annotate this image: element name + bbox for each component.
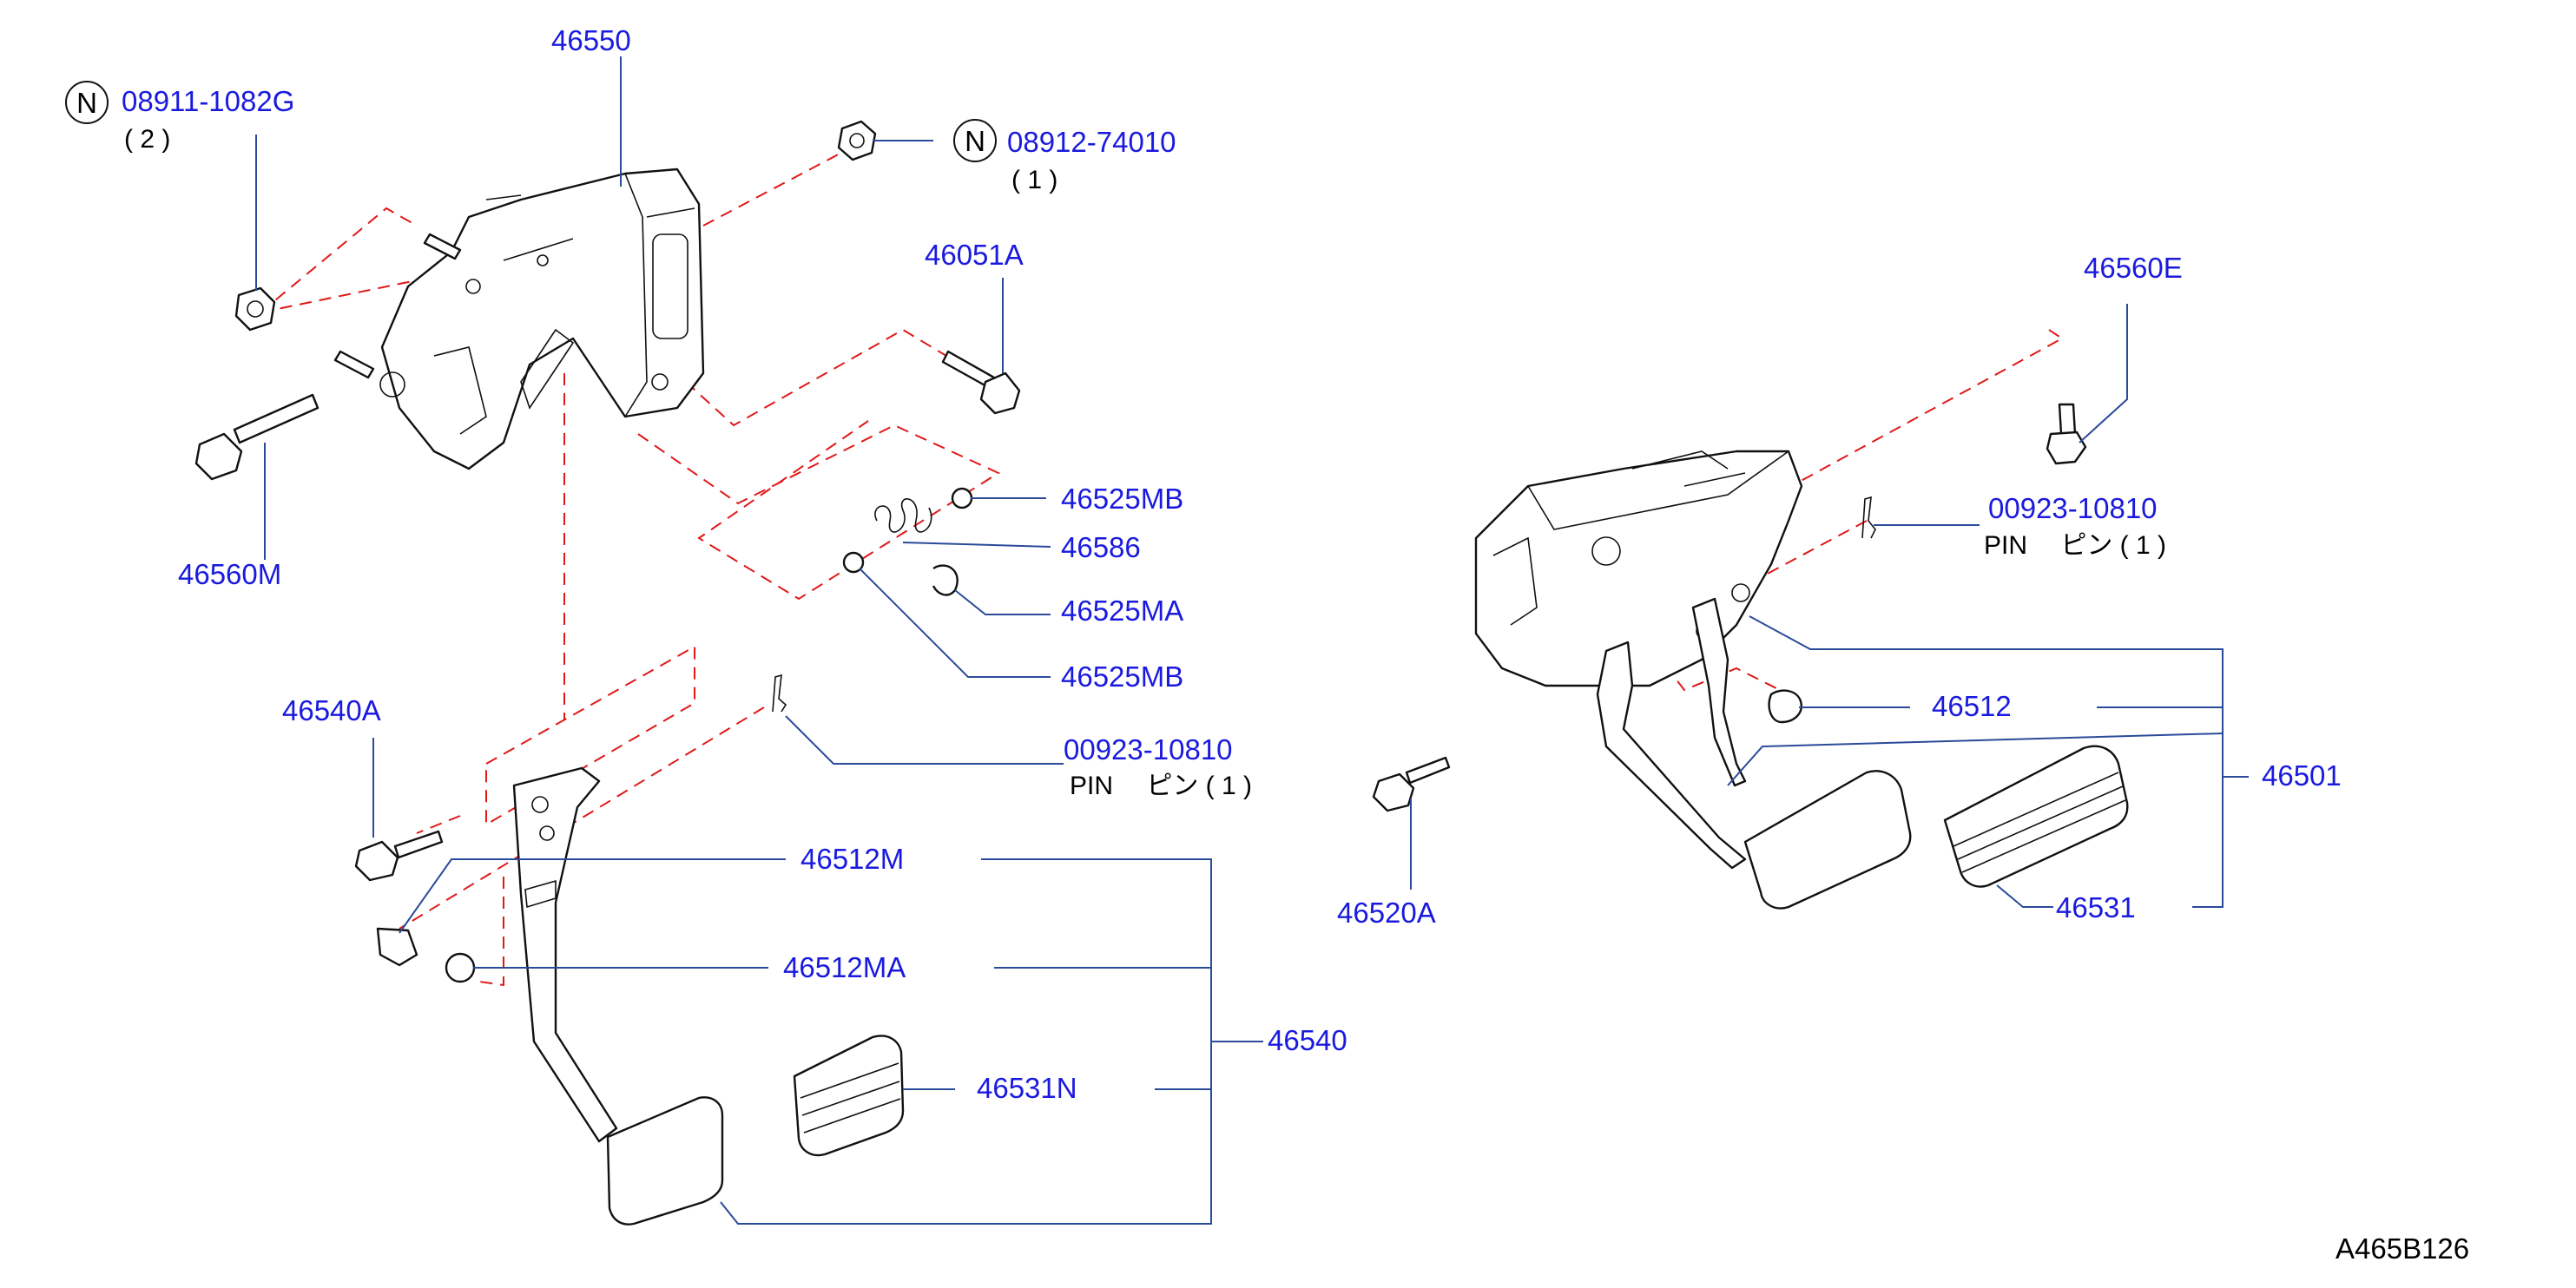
leader-lines bbox=[255, 56, 2249, 1225]
label-46525MB-a[interactable]: 46525MB bbox=[1061, 483, 1183, 515]
label-46531N[interactable]: 46531N bbox=[977, 1072, 1077, 1104]
pin-00923-a bbox=[772, 674, 787, 713]
stopper-46512M bbox=[376, 927, 418, 967]
label-46525MA[interactable]: 46525MA bbox=[1061, 595, 1183, 627]
bolt-46520A bbox=[1372, 756, 1451, 812]
pin-00923-b bbox=[1861, 496, 1876, 539]
diagram-id: A465B126 bbox=[2336, 1232, 2469, 1265]
svg-text:N: N bbox=[965, 125, 985, 157]
part-labels: 46550 08911-1082G ( 2 ) 08912-74010 ( 1 … bbox=[122, 24, 2342, 1104]
pedal-pad-46531 bbox=[1943, 745, 2129, 888]
pin-note-b: PIN ピン ( 1 ) bbox=[1984, 531, 2166, 560]
stud-bolts bbox=[333, 233, 462, 379]
nut-08912-74010 bbox=[837, 120, 877, 161]
label-46586[interactable]: 46586 bbox=[1061, 531, 1141, 563]
label-46560E[interactable]: 46560E bbox=[2084, 252, 2183, 284]
label-46540A[interactable]: 46540A bbox=[282, 694, 381, 726]
label-46501[interactable]: 46501 bbox=[2262, 759, 2342, 792]
spring-46586 bbox=[874, 498, 932, 533]
label-46512M[interactable]: 46512M bbox=[800, 843, 904, 875]
pedal-pad-46531N bbox=[793, 1035, 905, 1157]
pedal-pad-46501 bbox=[1743, 770, 1912, 910]
bolt-46051A bbox=[941, 350, 1021, 415]
label-46525MB-b[interactable]: 46525MB bbox=[1061, 660, 1183, 693]
bolt-46560M bbox=[194, 393, 320, 481]
label-46512[interactable]: 46512 bbox=[1932, 690, 2012, 722]
pin-note-a: PIN ピン ( 1 ) bbox=[1070, 772, 1252, 800]
label-08912-74010[interactable]: 08912-74010 bbox=[1007, 126, 1176, 158]
label-08911-1082G[interactable]: 08911-1082G bbox=[122, 85, 294, 117]
quantity-1-a: ( 1 ) bbox=[1011, 166, 1057, 194]
bolt-46540A bbox=[354, 830, 444, 882]
label-46051A[interactable]: 46051A bbox=[925, 239, 1024, 271]
stopper-46512 bbox=[1768, 689, 1802, 724]
nut-08911-1082G bbox=[234, 286, 276, 332]
n-symbol-08911: N bbox=[65, 81, 109, 124]
svg-text:N: N bbox=[76, 87, 97, 119]
label-46540[interactable]: 46540 bbox=[1268, 1024, 1347, 1056]
bolt-46560E bbox=[2046, 403, 2087, 465]
quantity-2: ( 2 ) bbox=[124, 125, 170, 154]
label-00923-10810-b[interactable]: 00923-10810 bbox=[1988, 492, 2158, 524]
n-symbol-08912: N bbox=[953, 119, 997, 162]
brake-pedal-46540 bbox=[512, 766, 724, 1226]
bracket-assembly-46501 bbox=[1474, 450, 1803, 687]
label-46560M[interactable]: 46560M bbox=[178, 558, 281, 590]
label-46520A[interactable]: 46520A bbox=[1337, 897, 1436, 929]
label-00923-10810-a[interactable]: 00923-10810 bbox=[1064, 733, 1233, 766]
label-46531[interactable]: 46531 bbox=[2056, 891, 2136, 923]
bushing-46512MA bbox=[445, 952, 476, 983]
label-46550[interactable]: 46550 bbox=[551, 24, 631, 56]
pedal-bracket-46550 bbox=[379, 168, 705, 470]
label-46512MA[interactable]: 46512MA bbox=[783, 951, 906, 983]
pedal-arms-46501 bbox=[1596, 597, 1747, 870]
